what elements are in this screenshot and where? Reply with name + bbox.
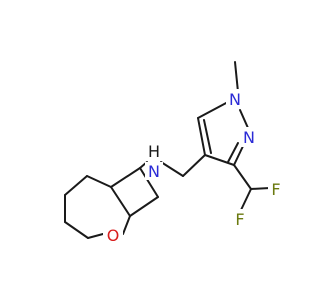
pyrazole-n1-label: N — [229, 90, 241, 109]
bond — [129, 196, 159, 217]
bond — [110, 167, 141, 188]
amine-nitrogen-label: N — [148, 162, 160, 181]
ring-oxygen-label: O — [107, 226, 120, 245]
atom-labels: H N N N O F F — [103, 89, 284, 245]
hydrogen-label: H — [148, 142, 160, 161]
bond — [227, 142, 239, 163]
bond — [64, 221, 89, 239]
bond — [64, 175, 88, 196]
bond — [86, 175, 112, 188]
bond — [234, 61, 239, 93]
bond — [139, 167, 159, 198]
molecule-diagram: H N N N O F F — [64, 61, 284, 245]
bond-group — [64, 61, 271, 239]
bond — [203, 119, 212, 154]
bond — [110, 186, 131, 217]
bond — [204, 154, 235, 166]
bond — [233, 143, 245, 166]
bond — [122, 215, 131, 235]
bond — [197, 117, 206, 156]
structure-svg: H N N N O F F — [64, 61, 284, 245]
bond — [87, 233, 104, 239]
pyrazole-n2-label: N — [243, 128, 255, 147]
fluorine-label: F — [235, 210, 244, 229]
bond — [197, 101, 229, 119]
fluorine-label: F — [271, 180, 280, 199]
bond — [250, 187, 271, 190]
bond — [239, 109, 249, 129]
bond — [233, 164, 252, 190]
bond — [160, 161, 184, 177]
bond — [240, 188, 252, 211]
bond — [182, 154, 206, 177]
